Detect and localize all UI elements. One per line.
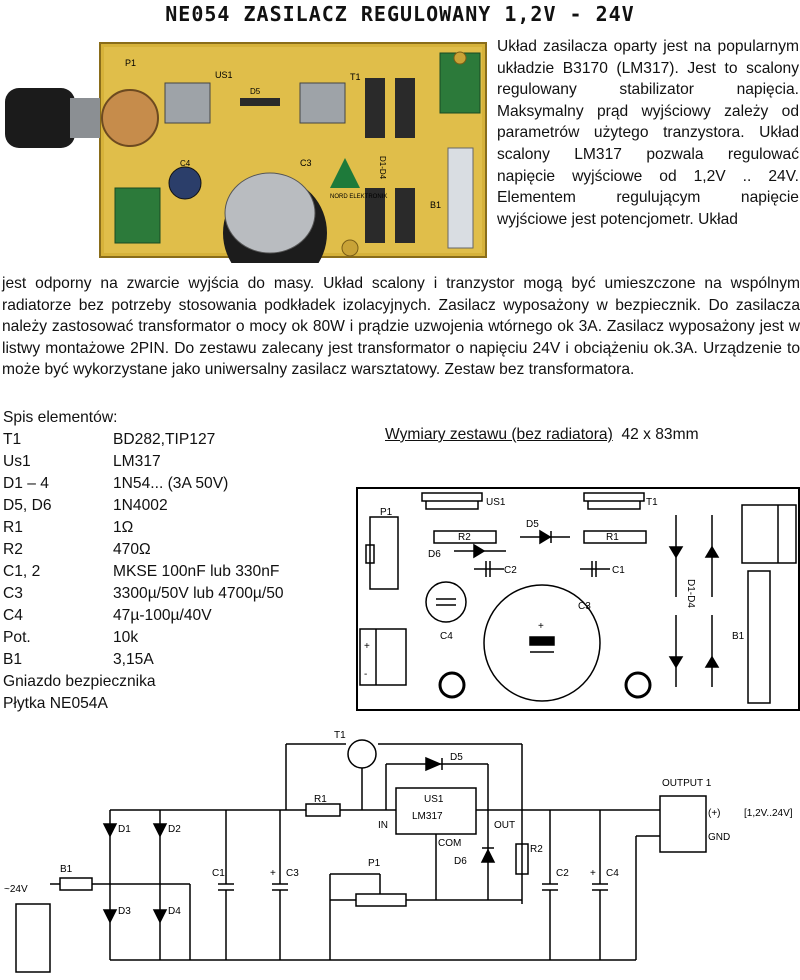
- pcb-label-c3: C3: [578, 601, 591, 612]
- schem-label-in: IN: [378, 820, 388, 831]
- schem-label-c1: C1: [212, 868, 225, 879]
- parts-value: 3,15A: [113, 651, 154, 668]
- schem-label-c4: C4: [606, 868, 619, 879]
- parts-ref: D1 – 4: [3, 475, 49, 492]
- schem-label-gnd: GND: [708, 832, 730, 843]
- parts-value: 47µ-100µ/40V: [113, 607, 212, 624]
- pcb-label-term-plus: +: [364, 641, 370, 652]
- schem-label-r1: R1: [314, 794, 327, 805]
- parts-row: D1 – 4 1N54... (3A 50V): [3, 473, 363, 495]
- parts-row: Us1 LM317: [3, 451, 363, 473]
- parts-row: C4 47µ-100µ/40V: [3, 605, 363, 627]
- photo-label-d5: D5: [250, 87, 261, 96]
- parts-row: B1 3,15A: [3, 649, 363, 671]
- schem-label-range: [1,2V..24V]: [744, 808, 793, 819]
- schem-label-us1: US1: [424, 794, 444, 805]
- parts-value: 1N4002: [113, 497, 168, 514]
- pcb-label-c2: C2: [504, 565, 517, 576]
- parts-row: T1 BD282,TIP127: [3, 429, 363, 451]
- parts-ref: R2: [3, 541, 23, 558]
- pcb-label-d5: D5: [526, 519, 539, 530]
- photo-label-b1: B1: [430, 200, 441, 210]
- circuit-schematic: T1 D5 R1 US1 LM317 IN OUT COM D1 D2 D3 D…: [4, 730, 793, 973]
- pcb-label-plus: +: [538, 621, 544, 632]
- photo-label-t1: T1: [350, 72, 361, 82]
- schem-label-c3: C3: [286, 868, 299, 879]
- photo-label-us1: US1: [215, 70, 233, 80]
- parts-ref: C4: [3, 607, 23, 624]
- schem-label-c4-plus: +: [590, 868, 596, 879]
- pcb-label-us1: US1: [486, 497, 506, 508]
- schem-label-r2: R2: [530, 844, 543, 855]
- parts-extra-socket: Gniazdo bezpiecznika: [3, 673, 156, 690]
- pcb-label-d1d4: D1-D4: [685, 579, 696, 608]
- parts-value: BD282,TIP127: [113, 431, 216, 448]
- schem-label-b1: B1: [60, 864, 73, 875]
- parts-value: 470Ω: [113, 541, 151, 558]
- pcb-label-c1: C1: [612, 565, 625, 576]
- parts-ref: R1: [3, 519, 23, 536]
- schem-label-d4: D4: [168, 906, 181, 917]
- schem-label-com: COM: [438, 838, 461, 849]
- page-title: NE054 ZASILACZ REGULOWANY 1,2V - 24V: [165, 2, 635, 26]
- dimensions-label: Wymiary zestawu (bez radiatora): [385, 426, 613, 443]
- schem-label-ac: ~24V: [4, 884, 28, 895]
- parts-value: MKSE 100nF lub 330nF: [113, 563, 280, 580]
- pcb-label-r1: R1: [606, 532, 619, 543]
- schem-label-d5: D5: [450, 752, 463, 763]
- pcb-label-t1: T1: [646, 497, 658, 508]
- schem-label-t1: T1: [334, 730, 346, 741]
- parts-ref: C1, 2: [3, 563, 41, 580]
- schem-label-c3-plus: +: [270, 868, 276, 879]
- parts-value: 1Ω: [113, 519, 134, 536]
- photo-label-c3: C3: [300, 158, 312, 168]
- parts-row: D5, D6 1N4002: [3, 495, 363, 517]
- pcb-layout: US1 T1 P1 R2 R1 D5 D6 C2 C1 C4 + C3 + - …: [356, 487, 800, 711]
- photo-label-c4: C4: [180, 159, 191, 168]
- pcb-label-b1: B1: [732, 631, 745, 642]
- schem-label-c2: C2: [556, 868, 569, 879]
- schem-label-d6: D6: [454, 856, 467, 867]
- parts-heading: Spis elementów:: [3, 409, 118, 426]
- intro-text-full: jest odporny na zwarcie wyjścia do masy.…: [2, 275, 800, 379]
- schem-label-d3: D3: [118, 906, 131, 917]
- product-photo: P1 US1 T1 D5 B1 C4 C3 NORD ELEKTRONIK D1…: [5, 42, 487, 263]
- parts-row: Pot. 10k: [3, 627, 363, 649]
- parts-ref: Pot.: [3, 629, 31, 646]
- parts-row: C3 3300µ/50V lub 4700µ/50: [3, 583, 363, 605]
- parts-ref: Us1: [3, 453, 31, 470]
- intro-text-right: Układ zasilacza oparty jest na popularny…: [497, 38, 799, 228]
- parts-ref: B1: [3, 651, 23, 668]
- schem-label-d1: D1: [118, 824, 131, 835]
- photo-logo: NORD ELEKTRONIK: [330, 194, 387, 200]
- parts-ref: T1: [3, 431, 22, 448]
- dimensions-value: 42 x 83mm: [621, 426, 699, 443]
- parts-value: LM317: [113, 453, 161, 470]
- pcb-label-p1: P1: [380, 507, 393, 518]
- pcb-label-d6: D6: [428, 549, 441, 560]
- pcb-label-term-minus: -: [364, 669, 367, 680]
- pcb-bridge-diodes: [668, 515, 720, 687]
- photo-label-p1: P1: [125, 58, 136, 68]
- pcb-label-c4: C4: [440, 631, 453, 642]
- dimensions: Wymiary zestawu (bez radiatora) 42 x 83m…: [385, 426, 699, 444]
- parts-ref: D5, D6: [3, 497, 52, 514]
- schem-label-output: OUTPUT 1: [662, 778, 712, 789]
- parts-row: R2 470Ω: [3, 539, 363, 561]
- parts-row: R1 1Ω: [3, 517, 363, 539]
- parts-value: 1N54... (3A 50V): [113, 475, 229, 492]
- schem-label-p1: P1: [368, 858, 381, 869]
- parts-ref: C3: [3, 585, 23, 602]
- schem-label-d2: D2: [168, 824, 181, 835]
- schem-label-plus: (+): [708, 808, 721, 819]
- schem-label-lm317: LM317: [412, 811, 443, 822]
- parts-value: 10k: [113, 629, 139, 646]
- schem-label-out: OUT: [494, 820, 515, 831]
- pcb-label-r2: R2: [458, 532, 471, 543]
- parts-value: 3300µ/50V lub 4700µ/50: [113, 585, 284, 602]
- parts-extra-pcb: Płytka NE054A: [3, 695, 108, 712]
- photo-label-d1d4: D1-D4: [378, 156, 387, 180]
- parts-row: C1, 2 MKSE 100nF lub 330nF: [3, 561, 363, 583]
